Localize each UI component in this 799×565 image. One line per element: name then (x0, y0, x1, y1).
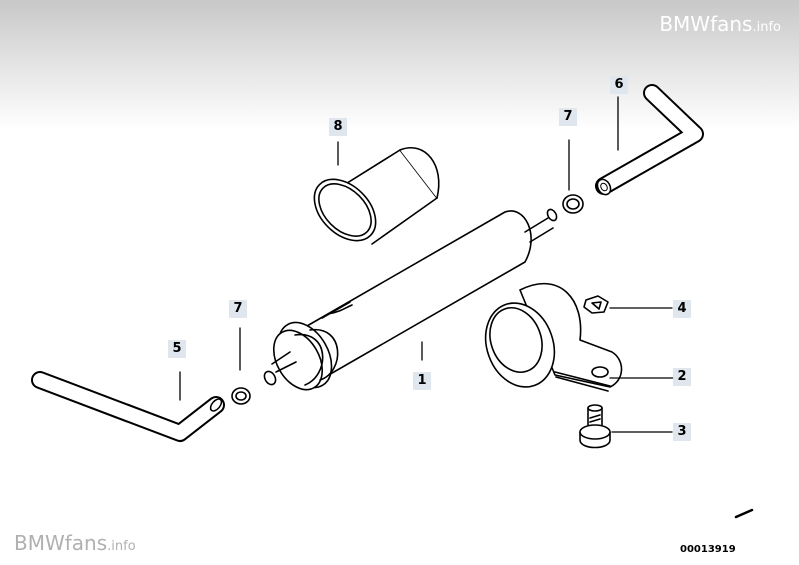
callout-part-2[interactable]: 2 (673, 368, 691, 386)
callout-part-8[interactable]: 8 (329, 118, 347, 136)
bolt-part-3 (579, 404, 611, 449)
watermark-bottom: BMWfans.info (14, 531, 136, 555)
watermark-bottom-brand: BMWfans (14, 531, 108, 555)
fuel-filter-part-1 (263, 208, 558, 391)
hose-part-5 (31, 371, 225, 442)
sleeve-part-8 (313, 147, 440, 245)
clamp-part-7-right (562, 194, 584, 214)
callout-part-7-right[interactable]: 7 (559, 108, 577, 126)
watermark-top-suffix: .info (752, 20, 781, 35)
callout-part-5[interactable]: 5 (168, 340, 186, 358)
callout-part-3[interactable]: 3 (673, 423, 691, 441)
callout-part-7-left[interactable]: 7 (229, 300, 247, 318)
callout-part-1[interactable]: 1 (413, 372, 431, 390)
bracket-part-2 (484, 282, 623, 392)
leader-lines (179, 96, 681, 433)
callout-part-6[interactable]: 6 (610, 76, 628, 94)
orientation-mark (734, 508, 754, 519)
watermark-top: BMWfans.info (659, 12, 781, 36)
nut-part-4 (583, 295, 609, 314)
hose-part-6 (595, 84, 704, 196)
drawing-number: 00013919 (680, 544, 736, 555)
watermark-bottom-suffix: .info (107, 539, 136, 554)
callout-part-4[interactable]: 4 (673, 300, 691, 318)
watermark-top-brand: BMWfans (659, 12, 753, 36)
clamp-part-7-left (231, 387, 251, 405)
